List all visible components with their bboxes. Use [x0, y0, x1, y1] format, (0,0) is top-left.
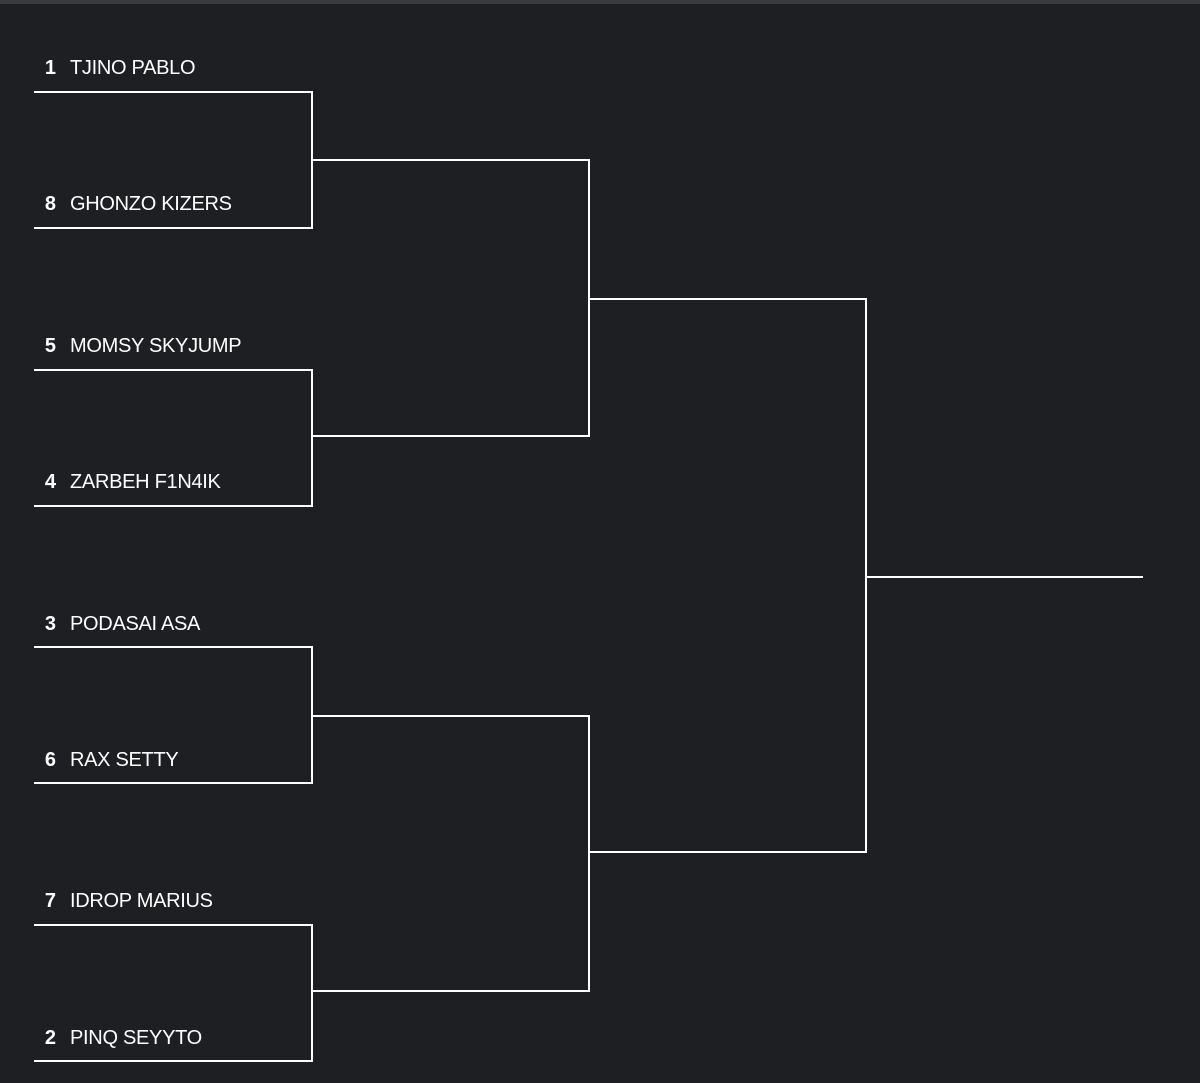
seed-number: 4: [44, 470, 56, 493]
r2-connector-top: [311, 159, 590, 437]
player-name: ZARBEH F1N4IK: [70, 470, 221, 493]
entry-1[interactable]: 1 TJINO PABLO: [34, 54, 196, 82]
entry-7[interactable]: 7 IDROP MARIUS: [34, 887, 213, 915]
seed-number: 8: [44, 192, 56, 215]
seed-number: 3: [44, 612, 56, 635]
entry-4[interactable]: 4 ZARBEH F1N4IK: [34, 468, 221, 496]
player-name: MOMSY SKYJUMP: [70, 334, 242, 357]
player-name: TJINO PABLO: [70, 56, 196, 79]
entry-2[interactable]: 8 GHONZO KIZERS: [34, 190, 232, 218]
player-name: PODASAI ASA: [70, 612, 201, 635]
entry-6[interactable]: 6 RAX SETTY: [34, 746, 179, 774]
r2-connector-bottom: [311, 715, 590, 992]
r1-connector-d: [34, 924, 313, 1062]
r1-connector-b: [34, 369, 313, 507]
entry-8[interactable]: 2 PINQ SEYYTO: [34, 1024, 202, 1052]
r3-connector-final: [588, 298, 867, 853]
entry-3[interactable]: 5 MOMSY SKYJUMP: [34, 332, 242, 360]
seed-number: 7: [44, 889, 56, 912]
seed-number: 2: [44, 1026, 56, 1049]
player-name: IDROP MARIUS: [70, 889, 213, 912]
player-name: GHONZO KIZERS: [70, 192, 232, 215]
seed-number: 1: [44, 56, 56, 79]
seed-number: 6: [44, 748, 56, 771]
entry-5[interactable]: 3 PODASAI ASA: [34, 610, 201, 638]
top-border: [0, 0, 1200, 4]
player-name: RAX SETTY: [70, 748, 179, 771]
player-name: PINQ SEYYTO: [70, 1026, 202, 1049]
seed-number: 5: [44, 334, 56, 357]
